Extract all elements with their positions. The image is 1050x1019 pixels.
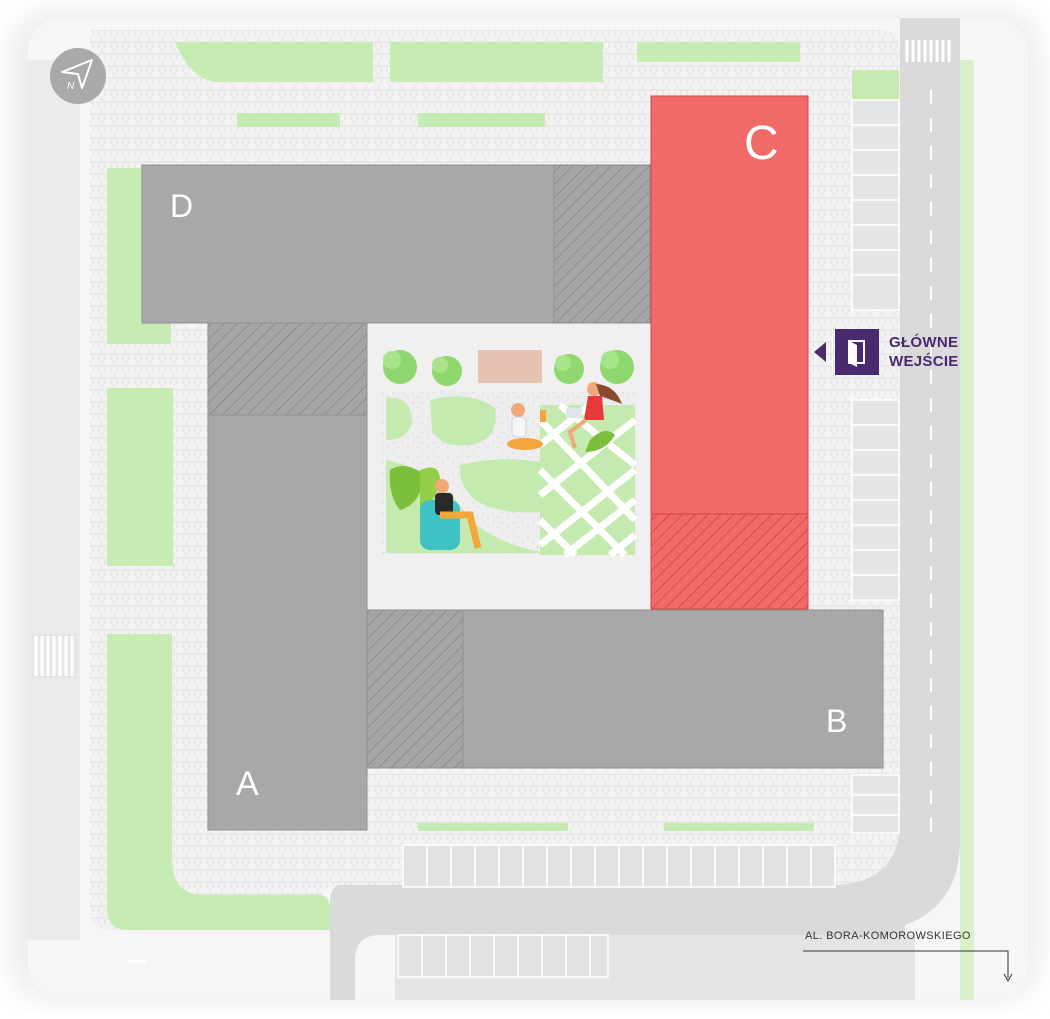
building-label-d: D xyxy=(170,188,194,224)
street-arrow-icon xyxy=(803,950,1013,983)
people-illustration-icon xyxy=(389,382,622,550)
grass-east-strip xyxy=(960,60,974,1000)
main-entrance-line1: GŁÓWNE xyxy=(889,334,959,351)
road-west xyxy=(28,60,80,940)
crosswalk-east xyxy=(903,38,953,64)
building-a xyxy=(207,322,368,831)
bush-icons xyxy=(383,350,634,386)
building-b xyxy=(366,609,884,769)
building-label-a: A xyxy=(236,765,259,803)
parking-south xyxy=(397,844,836,978)
compass-letter: N xyxy=(67,81,75,92)
courtyard-garden xyxy=(367,323,650,610)
entrance-arrow-icon xyxy=(814,342,826,362)
building-label-c: C xyxy=(744,117,779,170)
main-entrance-line2: WEJŚCIE xyxy=(889,353,959,370)
building-c[interactable] xyxy=(650,95,809,610)
bench-icon xyxy=(478,350,542,383)
road-edge-marker xyxy=(128,960,146,963)
building-label-b: B xyxy=(826,703,848,739)
road-south xyxy=(330,880,900,1000)
compass-icon xyxy=(50,48,106,104)
door-icon xyxy=(835,329,879,375)
main-entrance-label: GŁÓWNE WEJŚCIE xyxy=(889,333,959,371)
building-d xyxy=(141,164,651,324)
crosswalk-west xyxy=(32,634,78,678)
street-name: AL. BORA-KOMOROWSKIEGO xyxy=(805,930,971,942)
parking-east xyxy=(851,99,900,834)
